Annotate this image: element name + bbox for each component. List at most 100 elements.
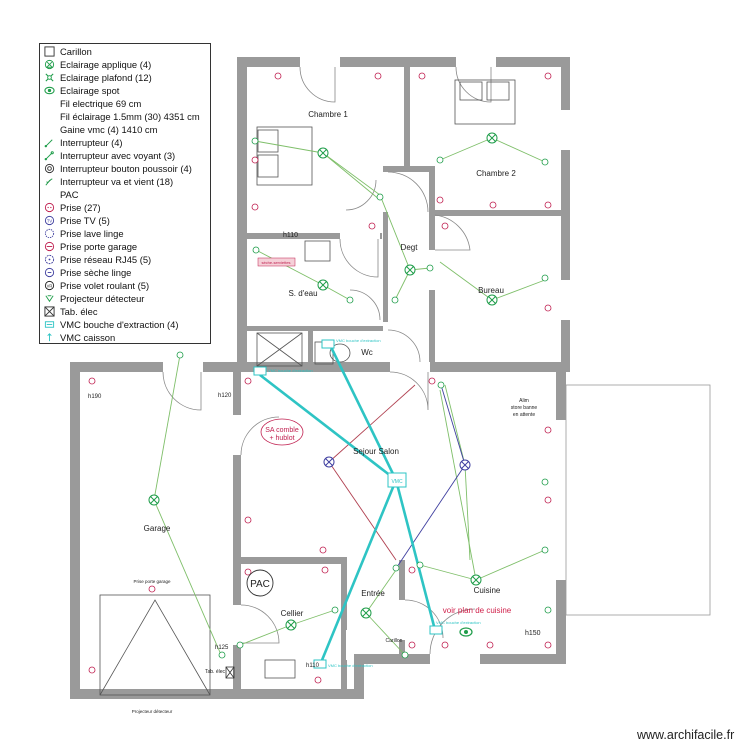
two-way-switch-icon <box>176 137 552 659</box>
vmc-outlet-icon <box>43 319 55 331</box>
legend-item: Carillon <box>43 45 210 58</box>
ceiling-light-icon <box>148 132 498 631</box>
legend-label: Prise sèche linge <box>60 266 132 278</box>
rj45-socket-icon <box>43 254 55 266</box>
legend-item: Fil éclairage 1.5mm (30) 4351 cm <box>43 110 210 123</box>
electrical-panel-icon <box>43 306 55 318</box>
legend-label: Prise porte garage <box>60 240 138 252</box>
legend-item: Prise réseau RJ45 (5) <box>43 253 210 266</box>
legend-label: Tab. élec <box>60 305 98 317</box>
legend-item: Tab. élec <box>43 305 210 318</box>
spot-light-icon <box>43 85 55 97</box>
vmc-unit-icon <box>43 332 55 344</box>
svg-text:h120: h120 <box>218 393 232 399</box>
room-label-chambre-2: Chambre 2 <box>476 169 516 178</box>
svg-text:PAC: PAC <box>250 579 270 590</box>
legend-label: Interrupteur (4) <box>60 136 123 148</box>
vmc-unit-label: VMC <box>391 479 403 485</box>
legend-label: Prise TV (5) <box>60 214 110 226</box>
legend-label: Carillon <box>60 45 92 57</box>
garage-door-socket-icon <box>43 241 55 253</box>
socket-icon <box>88 72 552 684</box>
svg-text:h110: h110 <box>283 232 298 239</box>
svg-text:VMC bouche d'extraction: VMC bouche d'extraction <box>436 620 481 625</box>
tv-socket-icon: TV <box>43 215 55 227</box>
push-button-icon <box>43 163 55 175</box>
legend-item: Prise lave linge <box>43 227 210 240</box>
dryer-socket-icon <box>43 267 55 279</box>
legend-item: Interrupteur avec voyant (3) <box>43 149 210 162</box>
legend-item: Eclairage applique (4) <box>43 58 210 71</box>
switch-wires <box>394 384 466 571</box>
legend-item: Gaine vmc (4) 1410 cm <box>43 123 210 136</box>
legend-item: Fil electrique 69 cm <box>43 97 210 110</box>
legend-label: Interrupteur avec voyant (3) <box>60 149 176 161</box>
switch-icon <box>43 137 55 149</box>
fixtures <box>99 79 711 696</box>
svg-text:Prise porte garage: Prise porte garage <box>133 579 171 584</box>
room-label-sejour: Sejour Salon <box>353 447 399 456</box>
vmc-ducts <box>259 344 437 666</box>
legend-item: VMC bouche d'extraction (4) <box>43 318 210 331</box>
legend-label: Projecteur détecteur <box>60 292 145 304</box>
room-labels: Chambre 1 Chambre 2 Degt Bureau S. d'eau… <box>144 110 517 618</box>
svg-text:en attente: en attente <box>513 412 535 418</box>
legend-item: Eclairage spot <box>43 84 210 97</box>
svg-text:h110: h110 <box>306 663 320 669</box>
legend-item: Prise porte garage <box>43 240 210 253</box>
svg-text:voir plan de cuisine: voir plan de cuisine <box>443 606 512 615</box>
legend-label: Gaine vmc (4) 1410 cm <box>60 123 158 135</box>
svg-text:Alim: Alim <box>519 398 529 404</box>
credit-text: www.archifacile.fr <box>637 728 735 742</box>
legend-label: Prise lave linge <box>60 227 124 239</box>
room-label-s-deau: S. d'eau <box>288 289 317 298</box>
lighting-wires <box>153 137 546 658</box>
heat-pump-icon <box>43 189 55 201</box>
heat-pump-icon: PAC <box>246 569 274 597</box>
room-label-chambre-1: Chambre 1 <box>308 110 348 119</box>
attic-hatch <box>260 418 304 446</box>
svg-text:store banne: store banne <box>511 405 538 411</box>
legend-blank-icon <box>43 98 55 110</box>
svg-text:VMC bouche d'extraction: VMC bouche d'extraction <box>328 663 373 668</box>
svg-text:h150: h150 <box>525 630 541 637</box>
vmc-outlets <box>253 339 443 669</box>
legend-label: Fil electrique 69 cm <box>60 97 142 109</box>
svg-text:Projecteur détecteur: Projecteur détecteur <box>132 709 173 714</box>
svg-text:Tab. élec: Tab. élec <box>205 669 226 675</box>
legend-item: TV Prise TV (5) <box>43 214 210 227</box>
room-label-wc: Wc <box>361 348 373 357</box>
legend-blank-icon <box>43 124 55 136</box>
towel-dryer <box>257 257 296 267</box>
legend-label: Eclairage plafond (12) <box>60 71 152 83</box>
legend-label: Eclairage spot <box>60 84 120 96</box>
legend-item: Projecteur détecteur <box>43 292 210 305</box>
legend-label: VMC caisson <box>60 331 116 343</box>
legend-label: Prise réseau RJ45 (5) <box>60 253 152 265</box>
room-label-degt: Degt <box>401 243 419 252</box>
red-wires <box>328 384 416 561</box>
legend-label: Interrupteur bouton poussoir (4) <box>60 162 192 174</box>
svg-text:TV: TV <box>46 218 52 223</box>
doorbell-icon <box>43 46 55 58</box>
ceiling-light-icon <box>43 72 55 84</box>
svg-text:Carillon: Carillon <box>386 638 403 644</box>
room-label-entree: Entrée <box>361 589 385 598</box>
vmc-outlet-labels: VMC bouche d'extraction VMC bouche d'ext… <box>268 338 481 668</box>
room-label-cellier: Cellier <box>281 609 304 618</box>
electrical-panel-icon <box>225 666 235 679</box>
svg-text:VMC bouche d'extraction: VMC bouche d'extraction <box>268 368 313 373</box>
washer-socket-icon <box>43 228 55 240</box>
wall-light-icon <box>43 59 55 71</box>
svg-text:SA comble: SA comble <box>265 427 299 434</box>
svg-text:VR: VR <box>46 283 52 288</box>
door-swings <box>162 66 492 655</box>
legend-item: Interrupteur bouton poussoir (4) <box>43 162 210 175</box>
legend-item: Interrupteur (4) <box>43 136 210 149</box>
legend-label: Fil éclairage 1.5mm (30) 4351 cm <box>60 110 200 122</box>
legend-label: Prise (27) <box>60 201 101 213</box>
room-label-garage: Garage <box>144 524 171 533</box>
